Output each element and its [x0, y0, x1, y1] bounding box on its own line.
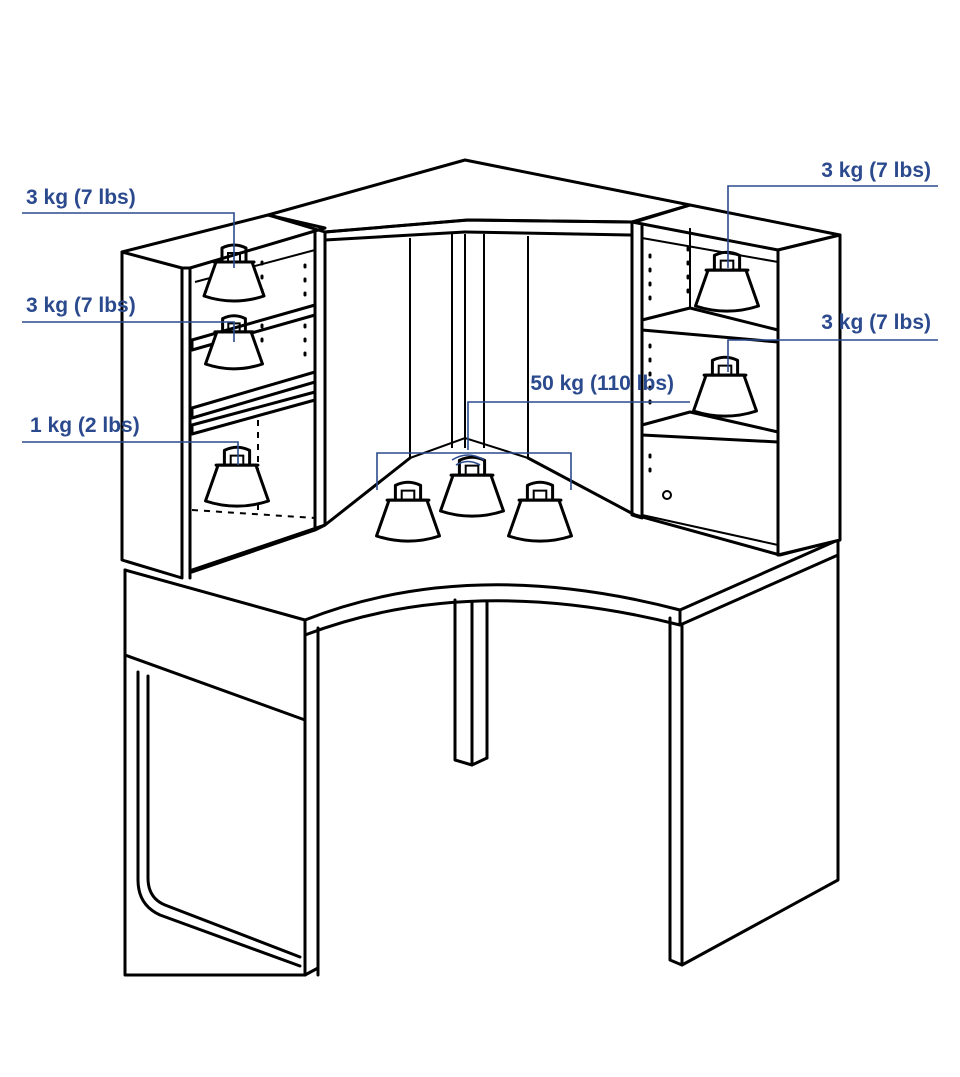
right-hutch: [630, 203, 842, 557]
label-right-top: 3 kg (7 lbs): [821, 159, 931, 182]
weight-icon: [692, 355, 758, 418]
weights: [202, 243, 760, 543]
right-leg: [668, 553, 840, 967]
weight-icon: [375, 480, 441, 543]
left-hutch: [120, 213, 327, 580]
weight-icon: [439, 455, 505, 518]
weight-icon: [204, 445, 270, 508]
weight-icon: [507, 480, 573, 543]
weight-icon: [694, 250, 760, 313]
rear-hutch: [266, 158, 692, 459]
label-left-bottom: 1 kg (2 lbs): [30, 414, 140, 437]
left-pedestal: [123, 568, 320, 977]
label-right-middle: 3 kg (7 lbs): [821, 311, 931, 334]
rear-leg: [453, 598, 489, 767]
load-labels: 3 kg (7 lbs) 3 kg (7 lbs) 1 kg (2 lbs) 3…: [26, 159, 931, 437]
callout-lines: [22, 185, 938, 490]
label-desktop: 50 kg (110 lbs): [530, 372, 674, 395]
weight-icon: [204, 314, 264, 371]
label-left-middle: 3 kg (7 lbs): [26, 294, 136, 317]
label-left-top: 3 kg (7 lbs): [26, 186, 136, 209]
